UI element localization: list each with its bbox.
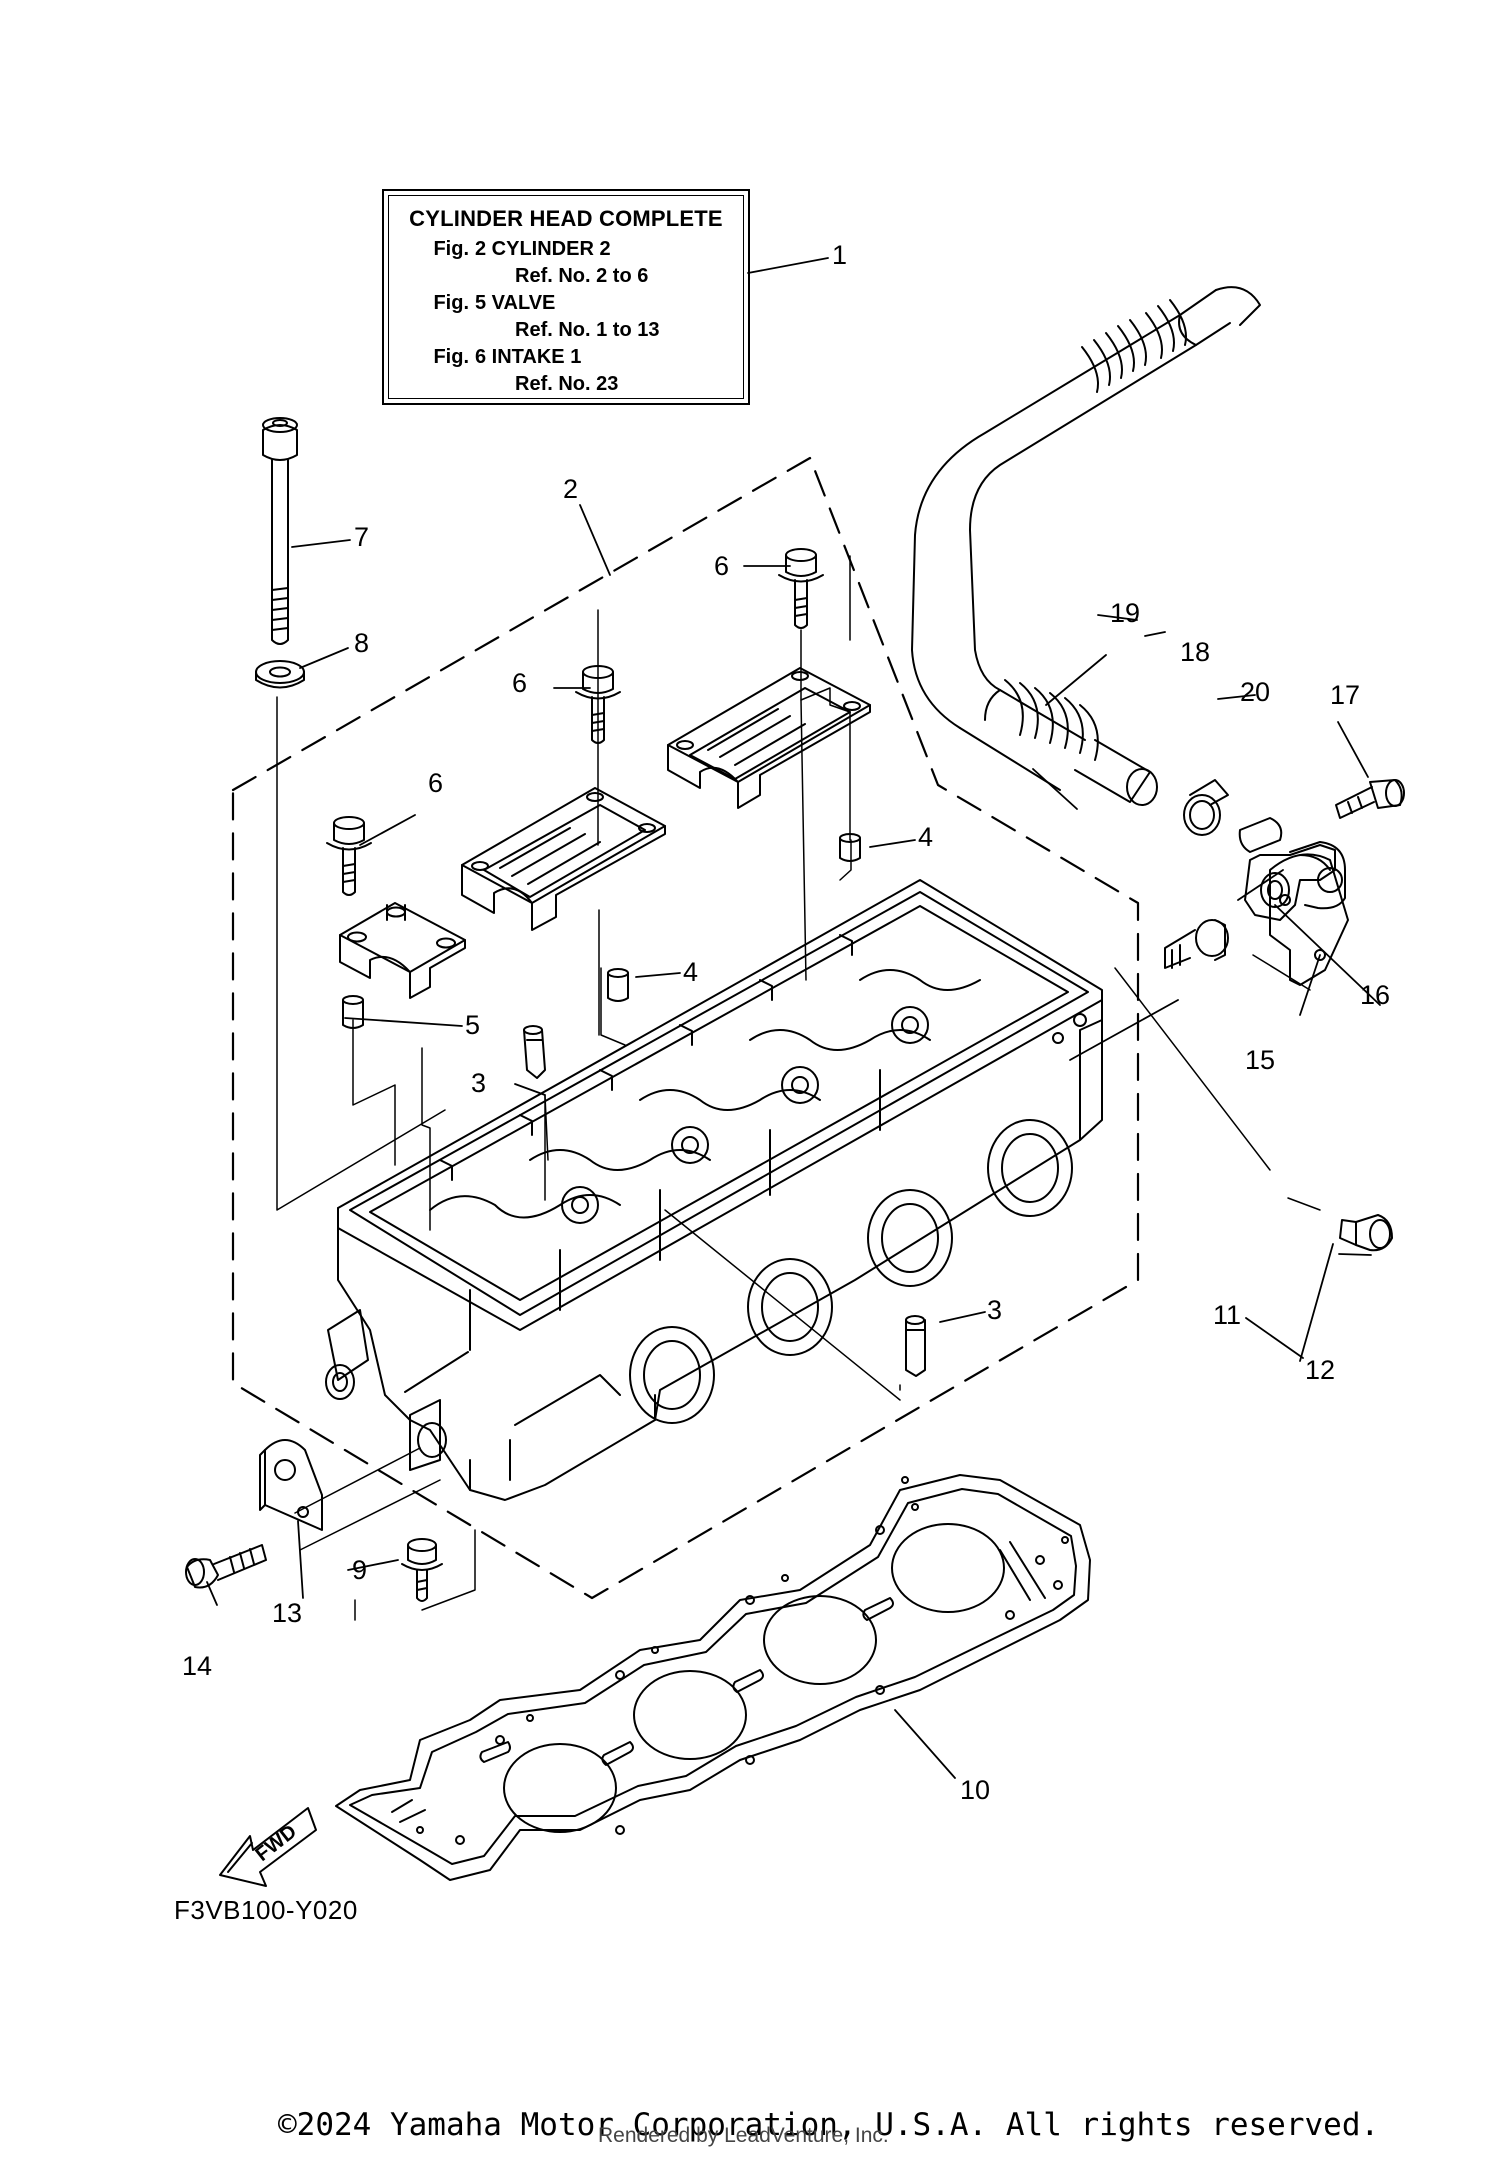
bolt-17 <box>1335 779 1405 819</box>
callout-9: 9 <box>352 1555 368 1585</box>
callout-2: 2 <box>563 474 579 504</box>
legend-inner: CYLINDER HEAD COMPLETE Fig.2 CYLINDER 2 … <box>388 195 744 399</box>
fwd-arrow-icon <box>219 1807 317 1887</box>
legend-ref-row: Ref. No. 23 <box>515 373 619 395</box>
valve-guide-3-upper <box>523 1025 546 1079</box>
legend-box: CYLINDER HEAD COMPLETE Fig.2 CYLINDER 2 … <box>382 189 750 405</box>
dowel-pin-5 <box>342 995 364 1029</box>
bolt-6-right <box>778 548 824 629</box>
legend-fig-text: 2 CYLINDER 2 <box>475 238 611 260</box>
alignment-lines <box>276 555 1321 1621</box>
figure-code: F3VB100-Y020 <box>174 1895 358 1925</box>
bolt-14 <box>185 1544 267 1589</box>
bracket-13 <box>259 1439 323 1531</box>
copyright-notice: ©2024 Yamaha Motor Corporation, U.S.A. A… <box>278 2107 1380 2143</box>
bolt-12 <box>1339 1214 1393 1252</box>
legend-row: Fig. 2 CYLINDER 2 <box>389 236 743 263</box>
callout-3-upper: 3 <box>471 1068 487 1098</box>
camshaft-cap-left <box>339 902 466 999</box>
callout-6-right: 6 <box>714 551 730 581</box>
washer-8 <box>255 660 305 689</box>
callout-16: 16 <box>1360 980 1391 1010</box>
callout-4-center: 4 <box>683 957 699 987</box>
hose-clamp-20 <box>1183 779 1229 836</box>
legend-ref-row: Ref. No. 2 to 6 <box>515 265 649 287</box>
callout-5: 5 <box>465 1010 481 1040</box>
hose-19 <box>911 286 1261 791</box>
callout-13: 13 <box>272 1598 303 1628</box>
valve-guide-3-lower <box>905 1315 926 1377</box>
callout-7: 7 <box>354 522 370 552</box>
callout-4-right: 4 <box>918 822 934 852</box>
callout-19: 19 <box>1110 598 1141 628</box>
callout-18: 18 <box>1180 637 1211 667</box>
legend-row: Fig. 6 INTAKE 1 <box>389 344 743 371</box>
assembly-boundary-dashed <box>231 456 1140 1600</box>
callout-6-center: 6 <box>512 668 528 698</box>
cylinder-head-body <box>325 879 1103 1501</box>
dowel-pin-4-center <box>607 968 629 1002</box>
thermostat-15 <box>1164 919 1229 969</box>
callout-12: 12 <box>1305 1355 1336 1385</box>
callout-1: 1 <box>832 240 848 270</box>
bolt-7 <box>262 417 298 645</box>
callout-6-left: 6 <box>428 768 444 798</box>
callout-11: 11 <box>1213 1300 1242 1330</box>
legend-title: CYLINDER HEAD COMPLETE <box>409 206 723 231</box>
legend-fig-text: 6 INTAKE 1 <box>475 346 582 368</box>
legend-ref-row: Ref. No. 1 to 13 <box>515 319 660 341</box>
leader-lines <box>206 257 1381 1779</box>
callout-14: 14 <box>182 1651 213 1681</box>
legend-fig-text: 5 VALVE <box>475 292 556 314</box>
legend-fig-label: Fig. <box>433 292 469 314</box>
bolt-6-left <box>326 816 372 896</box>
legend-fig-label: Fig. <box>433 346 469 368</box>
camshaft-cap-center <box>461 787 666 931</box>
rendered-by-notice: Rendered by LeadVenture, Inc. <box>598 2124 889 2147</box>
hose-joint-18 <box>1074 739 1158 806</box>
head-gasket-10 <box>335 1474 1091 1881</box>
legend-fig-label: Fig. <box>433 238 469 260</box>
callout-8: 8 <box>354 628 370 658</box>
callout-17: 17 <box>1330 680 1361 710</box>
callout-10: 10 <box>960 1775 991 1805</box>
bolt-9 <box>401 1538 443 1602</box>
thermostat-housing-16 <box>1238 817 1346 921</box>
callout-20: 20 <box>1240 677 1271 707</box>
callout-15: 15 <box>1245 1045 1276 1075</box>
camshaft-cap-right <box>667 667 871 809</box>
dowel-pin-4-right <box>839 833 861 862</box>
legend-row: Fig. 5 VALVE <box>389 290 743 317</box>
callout-3-lower: 3 <box>987 1295 1003 1325</box>
bolt-6-center <box>575 665 621 744</box>
